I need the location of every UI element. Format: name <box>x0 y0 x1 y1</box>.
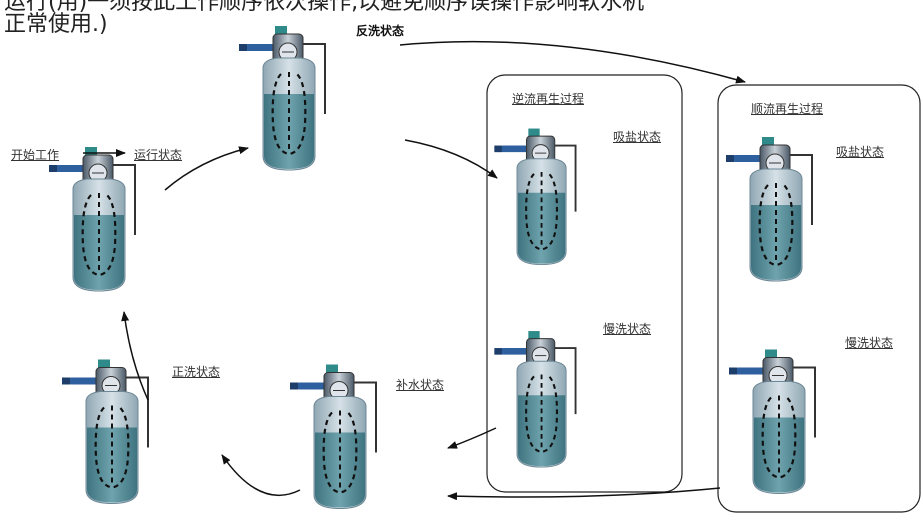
co-brine-label: 吸盐状态 <box>836 145 885 159</box>
arrow-rinse-to-running <box>121 311 149 401</box>
start-work-label: 开始工作 <box>11 148 60 162</box>
arrow-refill-to-rinse <box>221 454 301 497</box>
coflow-group-box <box>717 84 921 513</box>
running-state-label: 运行状态 <box>134 148 183 162</box>
counterflow-group-label: 逆流再生过程 <box>512 92 585 106</box>
counter-brine-tank-unit <box>493 127 577 266</box>
refill-state-label: 补水状态 <box>396 378 445 392</box>
co-slow-label: 慢洗状态 <box>845 336 894 350</box>
rinse-tank <box>60 358 150 505</box>
counter-brine-label: 吸盐状态 <box>613 130 662 144</box>
arrow-running-to-backwash <box>164 146 249 191</box>
refill-tank <box>288 363 378 510</box>
co-brine-tank-unit <box>724 135 814 283</box>
counter-slow-label: 慢洗状态 <box>603 322 652 336</box>
backwash-state-label: 反洗状态 <box>356 24 405 38</box>
rinse-state-label: 正洗状态 <box>172 365 221 379</box>
counter-slow-tank-unit <box>493 329 577 469</box>
arrow-counterflow-to-refill <box>447 427 497 449</box>
running-tank <box>47 145 137 293</box>
header-text-line1: 运行(用)一须按此工作顺序依次操作,以避免顺序误操作影响软水机 <box>4 0 645 15</box>
header-text-line2: 正常使用.) <box>4 12 108 37</box>
coflow-group-label: 顺流再生过程 <box>751 102 824 116</box>
co-slow-tank-unit <box>727 348 817 495</box>
counterflow-group-box <box>486 74 683 493</box>
arrow-coflow-to-refill <box>447 487 721 501</box>
arrow-backwash-to-counterflow <box>404 139 498 179</box>
arrow-backwash-to-coflow <box>399 40 746 84</box>
backwash-tank <box>237 24 327 172</box>
